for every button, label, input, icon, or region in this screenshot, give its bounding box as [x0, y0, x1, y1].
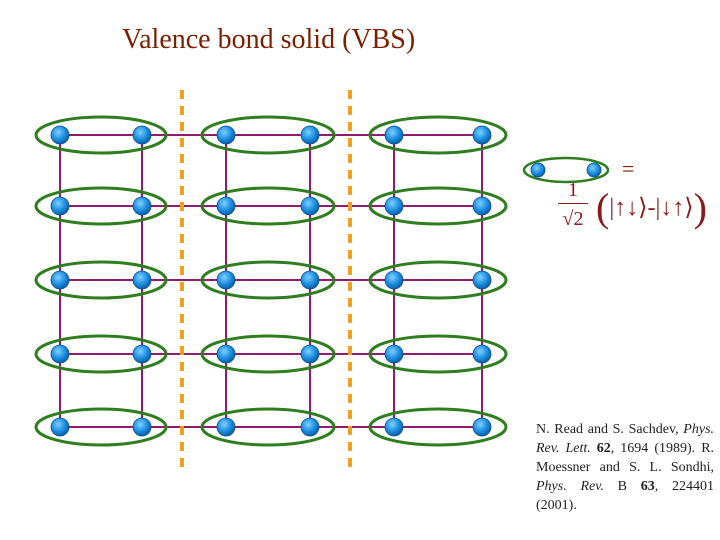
- singlet-ellipse-r5-p2: [200, 407, 336, 447]
- singlet-ellipse-r3-p1: [34, 260, 168, 300]
- ref2-series: B: [603, 479, 641, 494]
- singlet-ellipse-r4-p2: [200, 334, 336, 374]
- ref1-journal: Phys. Rev. Lett.: [536, 422, 715, 456]
- spin-site-r3-c6: [472, 270, 492, 290]
- ref2-rest: , 224401 (2001).: [536, 479, 714, 513]
- singlet-ellipse-r4-p3: [368, 334, 508, 374]
- spin-site-r5-c2: [132, 417, 152, 437]
- spin-site-r4-c3: [216, 344, 236, 364]
- singlet-ellipse-r2-p1: [34, 186, 168, 226]
- spin-site-r1-c2: [132, 125, 152, 145]
- singlet-ellipse-r5-p3: [368, 407, 508, 447]
- singlet-ellipse-r3-p2: [200, 260, 336, 300]
- singlet-ellipse-r4-p1: [34, 334, 168, 374]
- spin-site-r5-c1: [50, 417, 70, 437]
- singlet-ellipse-r1-p1: [34, 115, 168, 155]
- spin-site-r2-c1: [50, 196, 70, 216]
- ref1-authors: N. Read and S. Sachdev,: [536, 422, 679, 437]
- spin-site-r4-c4: [300, 344, 320, 364]
- spin-site-r3-c3: [216, 270, 236, 290]
- ref2-volume: 63: [640, 479, 655, 494]
- singlet-ellipse-r1-p2: [200, 115, 336, 155]
- legend-spin-site-left: [530, 162, 546, 178]
- slide-title: Valence bond solid (VBS): [122, 24, 416, 55]
- spin-site-r1-c5: [384, 125, 404, 145]
- spin-site-r2-c5: [384, 196, 404, 216]
- singlet-ellipse-r2-p2: [200, 186, 336, 226]
- spin-site-r2-c4: [300, 196, 320, 216]
- legend-equals-sign: =: [622, 156, 635, 181]
- singlet-ellipse-r5-p1: [34, 407, 168, 447]
- spin-site-r1-c6: [472, 125, 492, 145]
- ket-up-down: |↑↓⟩: [609, 195, 648, 221]
- references: N. Read and S. Sachdev, Phys. Rev. Lett.…: [536, 420, 714, 515]
- singlet-ellipse-r2-p3: [368, 186, 508, 226]
- spin-site-r2-c6: [472, 196, 492, 216]
- singlet-ellipse-r3-p3: [368, 260, 508, 300]
- ref2-authors: R. Moessner and S. L. Sondhi,: [536, 441, 715, 475]
- spin-site-r3-c4: [300, 270, 320, 290]
- spin-site-r2-c3: [216, 196, 236, 216]
- spin-site-r2-c2: [132, 196, 152, 216]
- minus-sign: -: [647, 195, 656, 221]
- singlet-state-formula: 1 √2 (|↑↓⟩-|↓↑⟩): [556, 178, 720, 242]
- left-paren: (: [596, 185, 610, 230]
- spin-site-r3-c1: [50, 270, 70, 290]
- singlet-ellipse-r1-p3: [368, 115, 508, 155]
- ref1-volume: 62: [596, 441, 611, 456]
- legend-spin-site-right: [586, 162, 602, 178]
- legend-singlet-ellipse: [522, 156, 610, 184]
- spin-site-r3-c2: [132, 270, 152, 290]
- fraction-bar: [558, 203, 588, 204]
- spin-site-r5-c3: [216, 417, 236, 437]
- spin-site-r4-c1: [50, 344, 70, 364]
- normalization-fraction: 1 √2: [556, 180, 590, 231]
- spin-site-r5-c6: [472, 417, 492, 437]
- spin-site-r1-c1: [50, 125, 70, 145]
- spin-site-r4-c5: [384, 344, 404, 364]
- ket-down-up: |↓↑⟩: [655, 195, 694, 221]
- spin-site-r4-c2: [132, 344, 152, 364]
- spin-site-r1-c3: [216, 125, 236, 145]
- fraction-numerator: 1: [568, 179, 578, 201]
- spin-site-r5-c5: [384, 417, 404, 437]
- singlet-superposition: (|↑↓⟩-|↓↑⟩): [596, 184, 707, 231]
- spin-site-r3-c5: [384, 270, 404, 290]
- spin-site-r1-c4: [300, 125, 320, 145]
- spin-site-r4-c6: [472, 344, 492, 364]
- right-paren: ): [693, 185, 707, 230]
- fraction-denominator: √2: [562, 208, 584, 230]
- spin-site-r5-c4: [300, 417, 320, 437]
- ref1-rest: , 1694 (1989).: [610, 441, 696, 456]
- ref2-journal: Phys. Rev.: [536, 479, 604, 494]
